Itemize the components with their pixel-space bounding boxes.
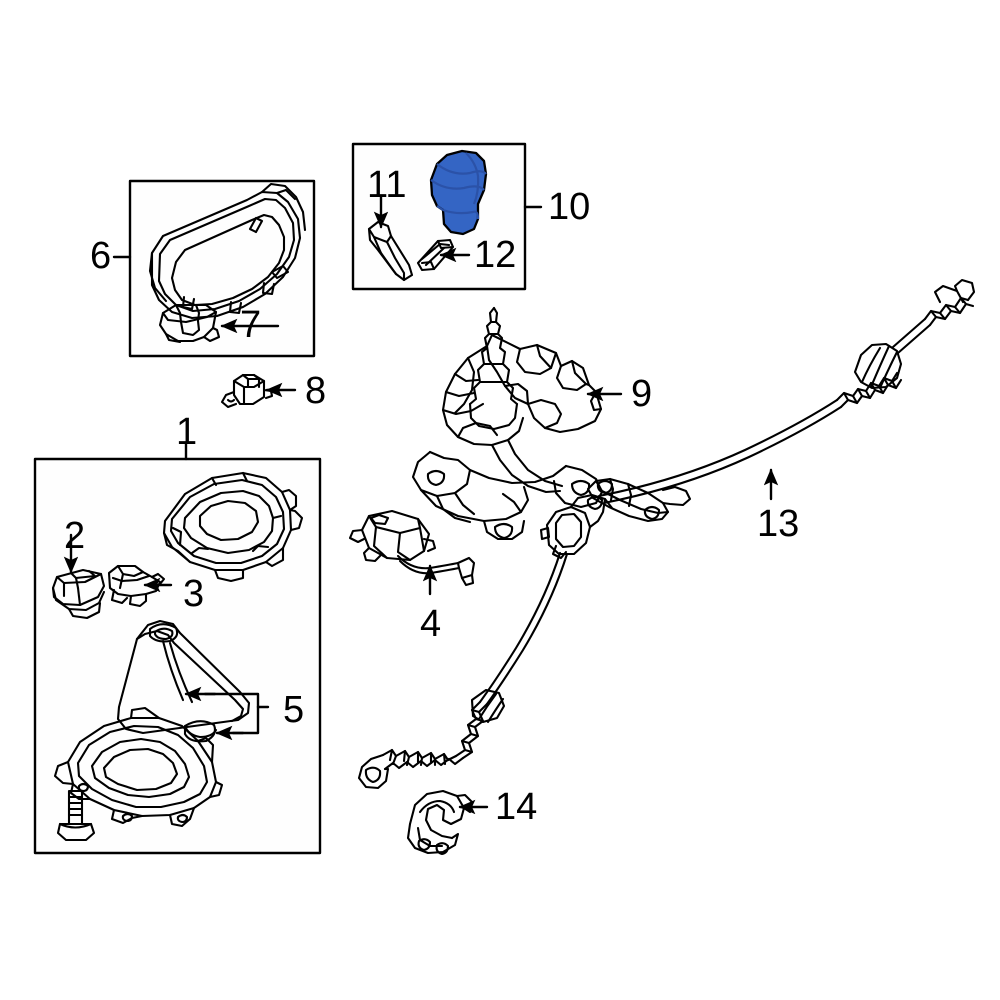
callout-number-12: 12 [474, 234, 517, 276]
part-13-shift-control-cable [597, 278, 976, 505]
callout-number-10: 10 [548, 186, 591, 228]
callout-number-14: 14 [495, 786, 538, 828]
part-2-retainer-clip [51, 568, 106, 620]
callout-number-3: 3 [183, 573, 205, 615]
part-8-mounting-clip [220, 373, 274, 409]
callout-number-7: 7 [240, 304, 262, 346]
callout-number-1: 1 [176, 411, 198, 453]
part-10-shift-knob-highlighted [429, 149, 488, 236]
part-5-shift-boot [116, 619, 251, 735]
cable-mounting-plate [586, 477, 692, 523]
part-1-console-frame [162, 471, 304, 583]
callout-number-2: 2 [64, 515, 86, 557]
part-14-cable-bracket [406, 789, 474, 856]
callout-number-6: 6 [90, 235, 112, 277]
part-13-lower-cable [357, 493, 614, 790]
callout-number-5: 5 [283, 689, 305, 731]
callout-leaders [63, 194, 779, 815]
callout-number-11: 11 [367, 164, 407, 206]
callout-number-9: 9 [631, 373, 653, 415]
callout-number-4: 4 [420, 603, 442, 645]
part-4-shift-lock-switch [348, 509, 476, 587]
part-9-gear-shift-assembly [411, 306, 604, 541]
part-7-panel-clip [158, 303, 221, 344]
callout-number-13: 13 [757, 503, 800, 545]
callout-number-8: 8 [305, 370, 327, 412]
part-1-bolt [56, 789, 96, 842]
